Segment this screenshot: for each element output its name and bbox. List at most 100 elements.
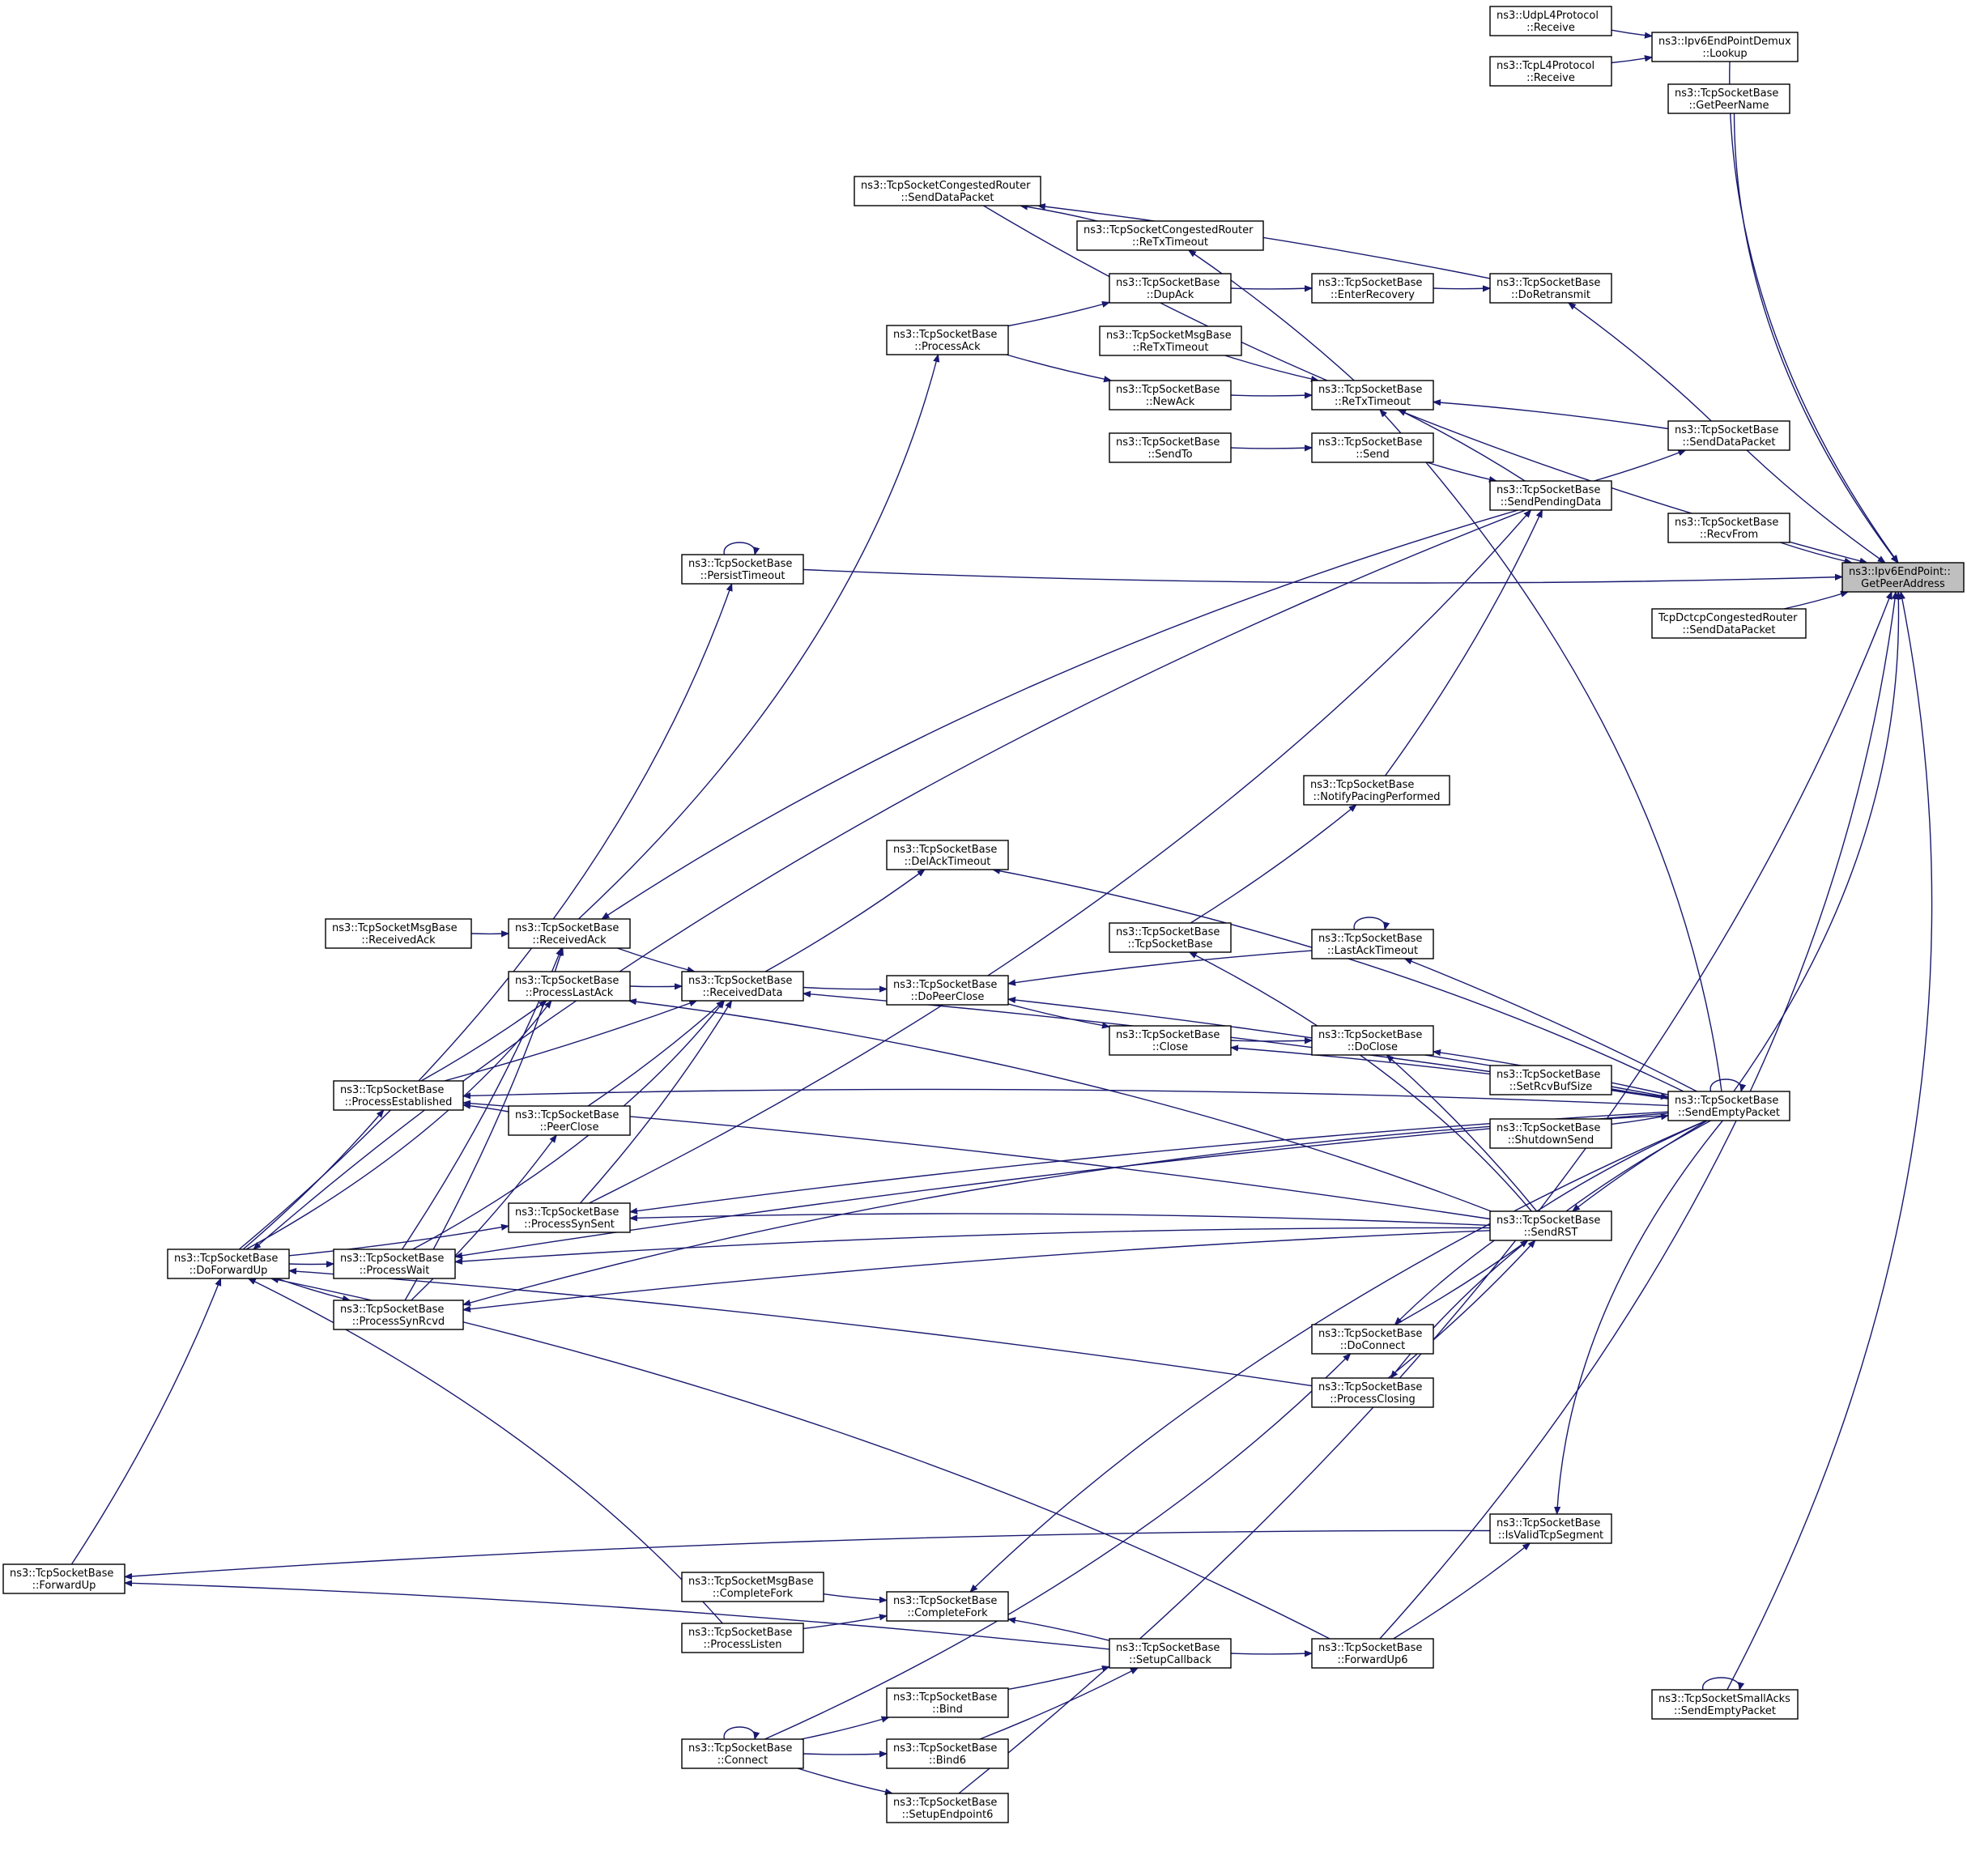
node-method-label: ::ReceivedAck — [361, 934, 436, 947]
node-box — [886, 1591, 1009, 1622]
node-processlisten[interactable]: ns3::TcpSocketBase::ProcessListen — [681, 1623, 804, 1653]
node-method-label: ::RecvFrom — [1700, 529, 1758, 541]
node-method-label: ::SetupCallback — [1129, 1654, 1211, 1666]
node-box — [508, 1105, 631, 1136]
node-sendrst[interactable]: ns3::TcpSocketBase::SendRST — [1489, 1210, 1612, 1241]
node-class-label: ns3::TcpSocketBase — [1675, 1095, 1778, 1107]
node-lastacktimeout[interactable]: ns3::TcpSocketBase::LastAckTimeout — [1311, 929, 1434, 959]
node-class-label: ns3::TcpSocketBase — [10, 1568, 113, 1580]
node-retx[interactable]: ns3::TcpSocketBase::ReTxTimeout — [1311, 380, 1434, 411]
node-notifypacing[interactable]: ns3::TcpSocketBase::NotifyPacingPerforme… — [1303, 775, 1450, 806]
node-class-label: ns3::TcpSocketBase — [1675, 87, 1778, 100]
node-box — [1489, 1065, 1612, 1095]
edge-senddatapacket-to-focus — [1746, 449, 1885, 563]
node-doforwardup[interactable]: ns3::TcpSocketBase::DoForwardUp — [167, 1249, 290, 1279]
node-forwardup[interactable]: ns3::TcpSocketBase::ForwardUp — [2, 1563, 126, 1594]
edge-sendrst-to-processwait — [455, 1227, 1491, 1261]
node-udp-receive[interactable]: ns3::UdpL4Protocol::Receive — [1489, 6, 1612, 36]
node-class-label: ns3::TcpSocketBase — [515, 922, 619, 934]
node-smallacks-sendempty[interactable]: ns3::TcpSocketSmallAcks::SendEmptyPacket — [1651, 1689, 1799, 1720]
edge-processlisten-to-completefork — [803, 1616, 887, 1630]
node-processack[interactable]: ns3::TcpSocketBase::ProcessAck — [886, 325, 1009, 355]
node-send[interactable]: ns3::TcpSocketBase::Send — [1311, 432, 1434, 463]
node-doclose[interactable]: ns3::TcpSocketBase::DoClose — [1311, 1025, 1434, 1056]
node-setupcallback[interactable]: ns3::TcpSocketBase::SetupCallback — [1109, 1638, 1232, 1669]
node-class-label: ns3::TcpSocketBase — [1497, 277, 1600, 289]
node-processwait[interactable]: ns3::TcpSocketBase::ProcessWait — [333, 1249, 456, 1279]
node-box — [1303, 775, 1450, 806]
node-bind[interactable]: ns3::TcpSocketBase::Bind — [886, 1687, 1009, 1718]
node-class-label: ns3::TcpSocketCongestedRouter — [861, 180, 1031, 192]
node-class-label: ns3::TcpSocketBase — [893, 329, 997, 341]
node-focus[interactable]: ns3::Ipv6EndPoint::GetPeerAddress — [1841, 562, 1965, 593]
edge-setupcallback-to-completefork — [1008, 1619, 1110, 1641]
node-doconnect[interactable]: ns3::TcpSocketBase::DoConnect — [1311, 1324, 1434, 1355]
self-edge-sendempty — [1709, 1078, 1741, 1091]
node-method-label: ::SendRST — [1524, 1227, 1578, 1239]
edge-forwardup-to-doforwardup — [70, 1278, 222, 1565]
edge-receivedack-to-processack — [578, 355, 939, 920]
node-dupack[interactable]: ns3::TcpSocketBase::DupAck — [1109, 273, 1232, 304]
node-box — [1109, 922, 1232, 953]
node-processclosing[interactable]: ns3::TcpSocketBase::ProcessClosing — [1311, 1377, 1434, 1408]
node-setrcvbuf[interactable]: ns3::TcpSocketBase::SetRcvBufSize — [1489, 1065, 1612, 1095]
node-class-label: ns3::TcpSocketBase — [340, 1304, 444, 1316]
node-processestablished[interactable]: ns3::TcpSocketBase::ProcessEstablished — [333, 1080, 464, 1111]
node-congrouter-retx[interactable]: ns3::TcpSocketCongestedRouter::ReTxTimeo… — [1076, 220, 1264, 251]
node-processsynrcvd[interactable]: ns3::TcpSocketBase::ProcessSynRcvd — [333, 1300, 464, 1330]
edge-sendpending-to-receivedack — [602, 509, 1518, 919]
node-receiveddata[interactable]: ns3::TcpSocketBase::ReceivedData — [681, 971, 804, 1002]
node-method-label: ::Receive — [1526, 72, 1575, 84]
node-enterrecovery[interactable]: ns3::TcpSocketBase::EnterRecovery — [1311, 273, 1434, 304]
node-bind6[interactable]: ns3::TcpSocketBase::Bind6 — [886, 1738, 1009, 1769]
node-connect[interactable]: ns3::TcpSocketBase::Connect — [681, 1738, 804, 1769]
node-doretransmit[interactable]: ns3::TcpSocketBase::DoRetransmit — [1489, 273, 1612, 304]
node-peerclose[interactable]: ns3::TcpSocketBase::PeerClose — [508, 1105, 631, 1136]
node-processlastack[interactable]: ns3::TcpSocketBase::ProcessLastAck — [508, 971, 631, 1002]
node-msg-receivedack[interactable]: ns3::TcpSocketMsgBase::ReceivedAck — [325, 918, 472, 949]
node-congrouter-senddata[interactable]: ns3::TcpSocketCongestedRouter::SendDataP… — [854, 176, 1041, 206]
self-edge-connect — [723, 1726, 755, 1739]
node-box — [1076, 220, 1264, 251]
edge-msg_retx-to-retx — [1224, 355, 1319, 381]
node-recvfrom[interactable]: ns3::TcpSocketBase::RecvFrom — [1667, 513, 1790, 543]
node-newack[interactable]: ns3::TcpSocketBase::NewAck — [1109, 380, 1232, 411]
node-senddatapacket[interactable]: ns3::TcpSocketBase::SendDataPacket — [1667, 420, 1790, 451]
edge-processclosing-to-doforwardup — [289, 1270, 1313, 1387]
node-delack[interactable]: ns3::TcpSocketBase::DelAckTimeout — [886, 840, 1009, 870]
node-completefork[interactable]: ns3::TcpSocketBase::CompleteFork — [886, 1591, 1009, 1622]
edge-demux_lookup-to-focus — [1729, 61, 1898, 563]
node-getpeername[interactable]: ns3::TcpSocketBase::GetPeerName — [1667, 83, 1790, 114]
node-persist[interactable]: ns3::TcpSocketBase::PersistTimeout — [681, 554, 804, 585]
node-box — [681, 1738, 804, 1769]
node-method-label: ::Send — [1356, 449, 1390, 461]
node-forwardup6[interactable]: ns3::TcpSocketBase::ForwardUp6 — [1311, 1638, 1434, 1669]
node-setupendpoint6[interactable]: ns3::TcpSocketBase::SetupEndpoint6 — [886, 1793, 1009, 1823]
node-method-label: ::ReTxTimeout — [1133, 342, 1209, 354]
node-receivedack[interactable]: ns3::TcpSocketBase::ReceivedAck — [508, 918, 631, 949]
node-class-label: ns3::TcpSocketBase — [1318, 933, 1422, 945]
node-processsynsent[interactable]: ns3::TcpSocketBase::ProcessSynSent — [508, 1202, 631, 1233]
node-class-label: ns3::TcpSocketBase — [1116, 1642, 1220, 1654]
node-class-label: ns3::TcpSocketBase — [1318, 1029, 1422, 1041]
edge-msg_completefork-to-completefork — [823, 1593, 887, 1601]
node-method-label: ::ProcessLastAck — [526, 987, 614, 999]
node-tcp-receive[interactable]: ns3::TcpL4Protocol::Receive — [1489, 56, 1612, 87]
node-dopeerclose[interactable]: ns3::TcpSocketBase::DoPeerClose — [886, 975, 1009, 1006]
node-shutdownsend[interactable]: ns3::TcpSocketBase::ShutdownSend — [1489, 1118, 1612, 1149]
node-sendpending[interactable]: ns3::TcpSocketBase::SendPendingData — [1489, 480, 1612, 511]
node-sendto[interactable]: ns3::TcpSocketBase::SendTo — [1109, 432, 1232, 463]
node-box — [886, 1793, 1009, 1823]
node-msg-completefork[interactable]: ns3::TcpSocketMsgBase::CompleteFork — [681, 1572, 824, 1602]
node-sendempty[interactable]: ns3::TcpSocketBase::SendEmptyPacket — [1667, 1091, 1790, 1121]
node-dctcp-senddata[interactable]: TcpDctcpCongestedRouter::SendDataPacket — [1651, 608, 1807, 639]
node-close[interactable]: ns3::TcpSocketBase::Close — [1109, 1025, 1232, 1056]
node-msg-retx[interactable]: ns3::TcpSocketMsgBase::ReTxTimeout — [1099, 325, 1242, 356]
node-isvalidseg[interactable]: ns3::TcpSocketBase::IsValidTcpSegment — [1489, 1513, 1612, 1544]
edge-sendempty-to-isvalidseg — [1557, 1120, 1723, 1514]
node-demux-lookup[interactable]: ns3::Ipv6EndPointDemux::Lookup — [1651, 32, 1799, 62]
node-class-label: ns3::TcpSocketBase — [1318, 277, 1422, 289]
edge-smallacks_sendempty-to-focus — [1726, 592, 1933, 1691]
node-ctor[interactable]: ns3::TcpSocketBase::TcpSocketBase — [1109, 922, 1232, 953]
